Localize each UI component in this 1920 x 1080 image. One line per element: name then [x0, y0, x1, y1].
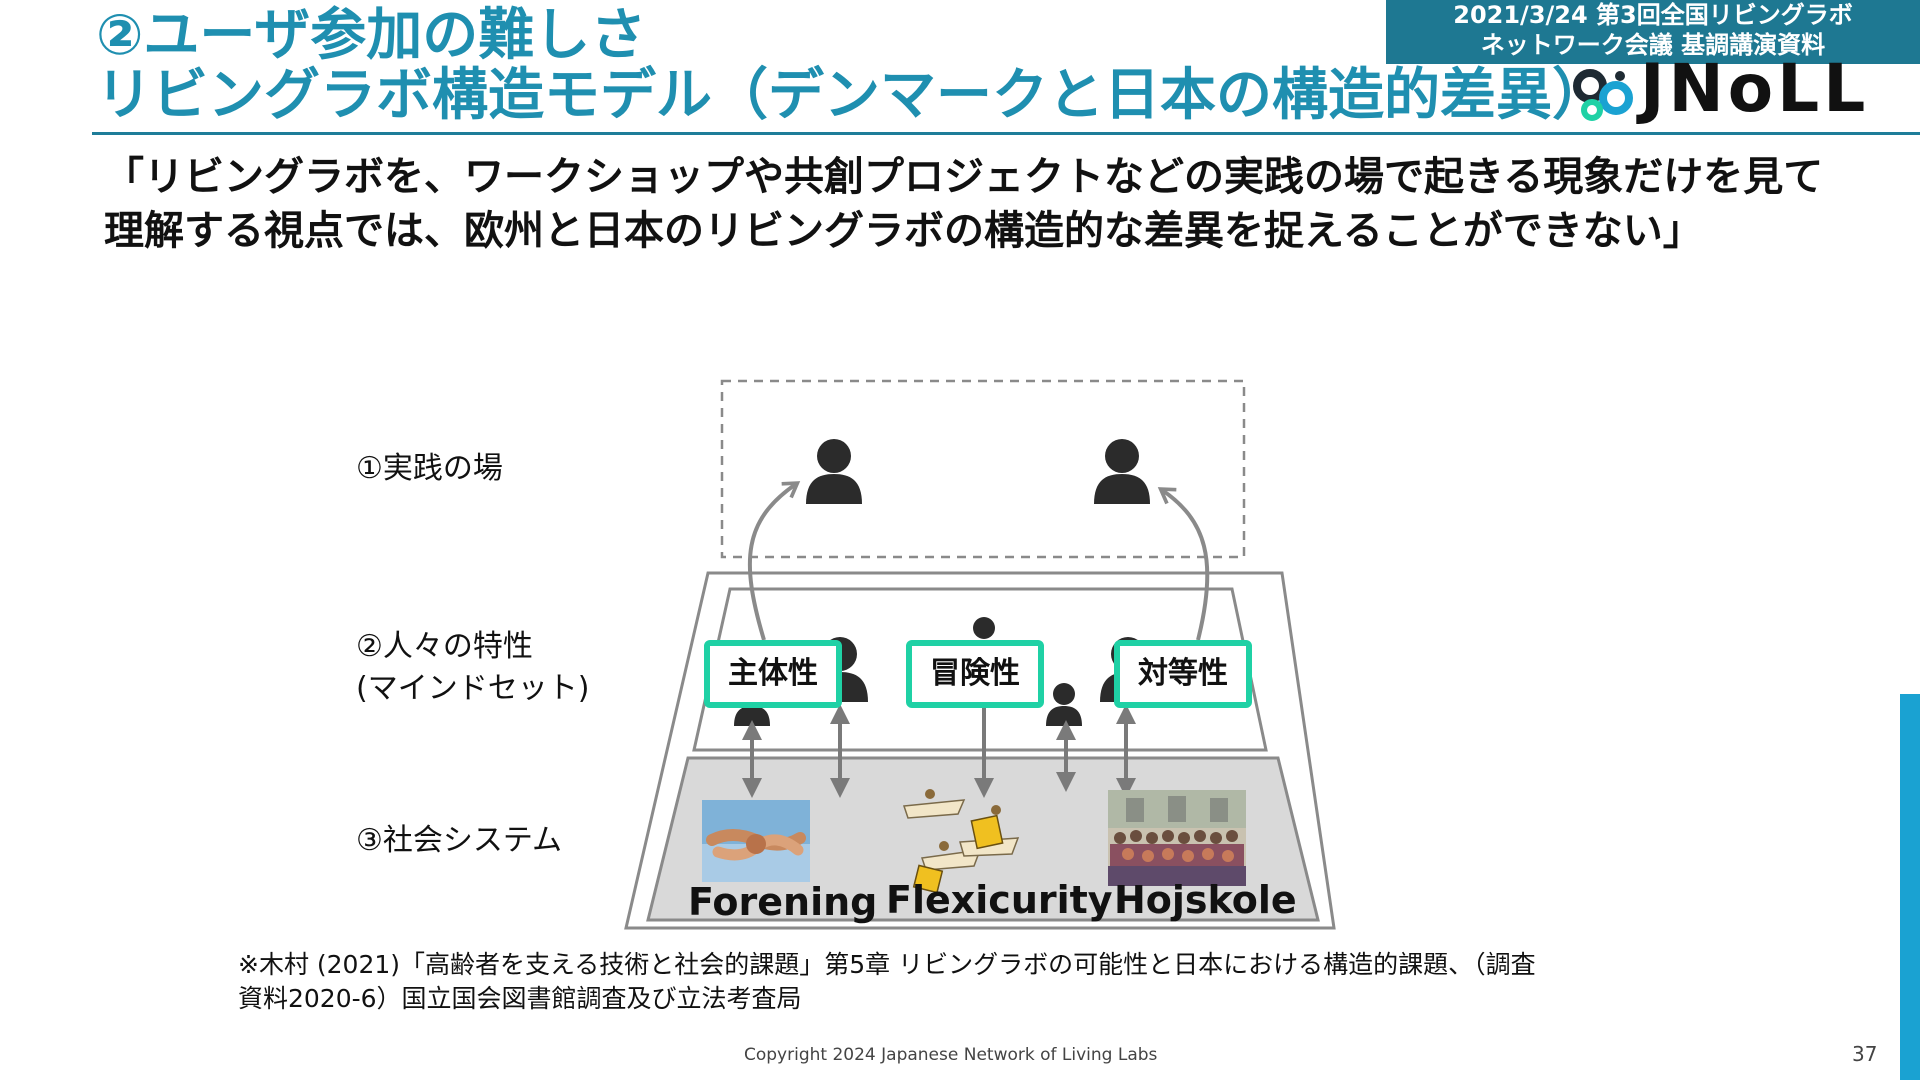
- badge-adventurousness: 冒険性: [906, 640, 1044, 708]
- page-number: 37: [1852, 1042, 1878, 1066]
- badge-subjectivity: 主体性: [704, 640, 842, 708]
- person-icon: [806, 439, 862, 504]
- badge-equality: 対等性: [1114, 640, 1252, 708]
- quote-line-1: 「リビングラボを、ワークショップや共創プロジェクトなどの実践の場で起きる現象だけ…: [104, 154, 1824, 200]
- joined-hands-photo: [702, 800, 810, 882]
- social-system-forening: Forening: [688, 880, 878, 924]
- footnote-line-1: ※木村 (2021)「高齢者を支える技術と社会的課題」第5章 リビングラボの可能…: [238, 950, 1536, 979]
- footnote-line-2: 資料2020-6）国立国会図書館調査及び立法考査局: [238, 984, 802, 1013]
- curved-arrow-left: [747, 481, 801, 641]
- practice-field-box: [720, 379, 1246, 559]
- layer-3-label: ③社会システム: [356, 823, 562, 858]
- layer-2-label-line-1: ②人々の特性: [356, 629, 533, 664]
- jnoll-logo-text: JNoLL: [1640, 50, 1870, 127]
- quote-line-2: 理解する視点では、欧州と日本のリビングラボの構造的な差異を捉えることができない」: [104, 208, 1703, 254]
- layer-1-label: ①実践の場: [356, 451, 503, 486]
- page-title-line-2: リビングラボ構造モデル（デンマークと日本の構造的差異）: [96, 63, 1608, 128]
- side-accent-bar: [1900, 694, 1920, 1080]
- copyright: Copyright 2024 Japanese Network of Livin…: [744, 1045, 1158, 1065]
- social-system-flexicurity: Flexicurity: [886, 878, 1113, 922]
- flexicurity-illustration: [902, 789, 1020, 892]
- group-photo: [1108, 790, 1246, 886]
- layer-2-label: ②人々の特性 (マインドセット): [356, 626, 589, 710]
- title-underline: [92, 132, 1920, 135]
- event-badge: 2021/3/24 第3回全国リビングラボ ネットワーク会議 基調講演資料: [1386, 0, 1920, 64]
- event-line-1: 2021/3/24 第3回全国リビングラボ: [1453, 1, 1853, 29]
- person-icon: [1094, 439, 1150, 504]
- layer-2-label-line-2: (マインドセット): [356, 671, 590, 706]
- page-title-line-1: ②ユーザ参加の難しさ: [96, 3, 647, 68]
- event-line-2: ネットワーク会議 基調講演資料: [1480, 31, 1826, 59]
- curved-arrow-right: [1157, 487, 1210, 641]
- social-system-hojskole: Hojskole: [1114, 878, 1297, 922]
- jnoll-logo-icon: [1573, 69, 1633, 121]
